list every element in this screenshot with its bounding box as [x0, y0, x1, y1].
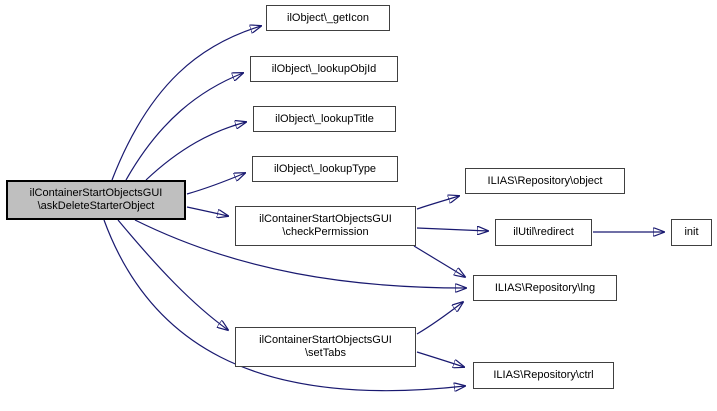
- node-label: ILIAS\Repository\ctrl: [493, 369, 594, 381]
- edge-askdelete-ctrl: [103, 219, 465, 391]
- edge-askdelete-lookuptype: [186, 173, 245, 195]
- edge-askdelete-geticon: [111, 26, 261, 181]
- edge-settabs-ctrl: [416, 351, 464, 367]
- edge-checkpermission-lng: [413, 245, 465, 277]
- node-lookup-type[interactable]: ilObject\_lookupType: [252, 156, 398, 182]
- node-label: ilContainerStartObjectsGUI \setTabs: [259, 334, 392, 359]
- edge-askdelete-lookuptitle: [145, 122, 246, 181]
- node-label: ILIAS\Repository\object: [487, 174, 603, 187]
- node-label: ILIAS\Repository\lng: [494, 281, 596, 294]
- node-label: ilObject\_getIcon: [287, 11, 369, 24]
- node-label: ilContainerStartObjectsGUI \askDeleteSta…: [29, 187, 163, 212]
- node-label: ilUtil\redirect: [513, 226, 574, 238]
- node-label: ilObject\_lookupObjId: [271, 62, 377, 75]
- node-ask-delete-starter-object: ilContainerStartObjectsGUI \askDeleteSta…: [6, 180, 186, 220]
- node-check-permission[interactable]: ilContainerStartObjectsGUI \checkPermiss…: [235, 206, 416, 246]
- node-set-tabs[interactable]: ilContainerStartObjectsGUI \setTabs: [235, 327, 416, 367]
- node-label: ilContainerStartObjectsGUI \checkPermiss…: [259, 213, 392, 238]
- edge-settabs-lng: [416, 302, 463, 335]
- edge-askdelete-checkpermission: [186, 206, 228, 216]
- node-label: ilObject\_lookupType: [273, 162, 377, 175]
- node-lookup-title[interactable]: ilObject\_lookupTitle: [253, 106, 396, 132]
- edge-checkpermission-redirect: [416, 228, 488, 231]
- edge-askdelete-settabs: [117, 219, 228, 330]
- edge-askdelete-lng: [134, 219, 466, 288]
- edge-checkpermission-object: [416, 196, 459, 210]
- node-label: init: [684, 226, 699, 238]
- node-util-redirect[interactable]: ilUtil\redirect: [495, 219, 592, 246]
- node-repository-ctrl[interactable]: ILIAS\Repository\ctrl: [473, 362, 614, 389]
- node-repository-object[interactable]: ILIAS\Repository\object: [465, 168, 625, 194]
- node-get-icon[interactable]: ilObject\_getIcon: [266, 5, 390, 31]
- node-lookup-obj-id[interactable]: ilObject\_lookupObjId: [250, 56, 398, 82]
- node-init[interactable]: init: [671, 219, 712, 246]
- node-repository-lng[interactable]: ILIAS\Repository\lng: [473, 275, 617, 301]
- node-label: ilObject\_lookupTitle: [275, 112, 374, 125]
- edge-askdelete-lookupobjid: [125, 73, 243, 181]
